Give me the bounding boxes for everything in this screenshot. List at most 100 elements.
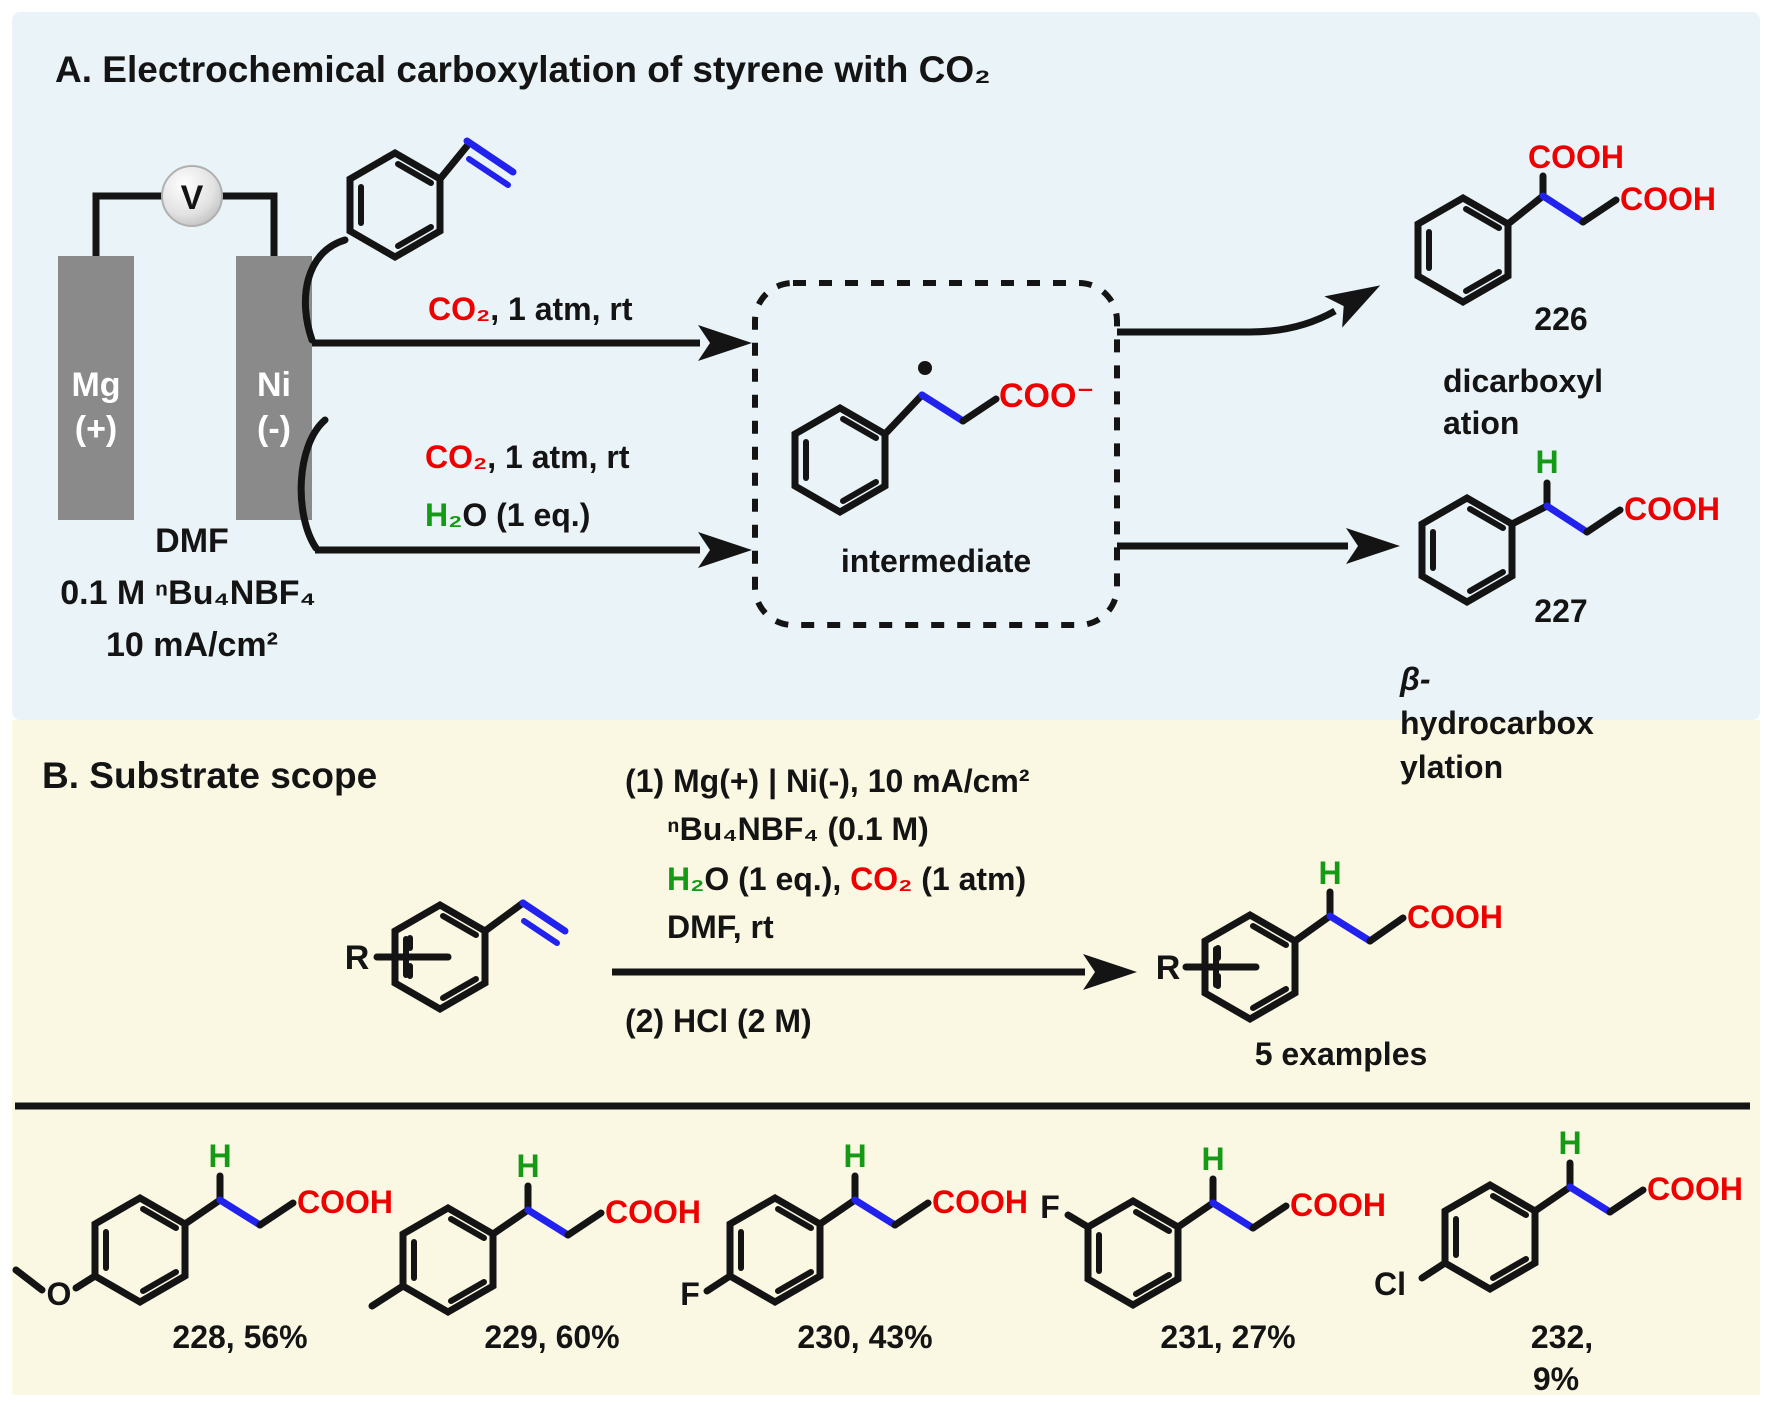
cooh-label: COOH: [1290, 1187, 1386, 1223]
h-label: H: [1318, 855, 1341, 891]
generic-product: R H COOH 5 examples: [1156, 855, 1503, 1072]
bond-line: [816, 1196, 859, 1228]
h-label: H: [1535, 444, 1558, 480]
scope-product-231: F H COOH 231, 27%: [1040, 1141, 1386, 1355]
examples-count: 5 examples: [1255, 1036, 1428, 1072]
cooh-label: COOH: [1407, 899, 1503, 935]
cathode-sign: (-): [257, 410, 291, 448]
yield-label-line2: 9%: [1533, 1361, 1579, 1397]
h-label: H: [516, 1148, 539, 1184]
electrolyte-label: 0.1 M ⁿBu₄NBF₄: [60, 574, 316, 612]
bond-line: [1174, 1199, 1217, 1231]
blue-bond: [918, 391, 967, 425]
bond-line: [564, 1209, 605, 1239]
bond-line: [436, 142, 471, 183]
vinyl-double-bond: [519, 899, 569, 935]
blue-bond: [524, 1206, 572, 1239]
current-density-label: 10 mA/cm²: [106, 626, 278, 664]
panel-a-title: A. Electrochemical carboxylation of styr…: [55, 49, 991, 90]
route-top-conditions: CO₂, 1 atm, rt: [428, 291, 633, 327]
vinyl-double-bond: [463, 137, 517, 176]
blue-bond: [851, 1196, 899, 1229]
substituent-label: Cl: [1374, 1266, 1406, 1302]
yield-label: 229, 60%: [484, 1319, 619, 1355]
hook-curve-bottom: [297, 416, 329, 552]
anode-electrode: [58, 256, 134, 520]
substrate-molecule: R: [345, 899, 569, 1009]
blue-bond: [216, 1196, 264, 1229]
substituent-label: O: [47, 1276, 72, 1312]
bond-line: [1504, 192, 1547, 228]
blue-bond: [1543, 502, 1591, 536]
substituent-label: F: [1040, 1189, 1060, 1225]
blue-bond: [1326, 912, 1374, 945]
electrochemical-cell: V Mg (+) Ni (-) DMF 0.1 M ⁿBu₄NBF₄ 10 mA…: [58, 165, 316, 664]
compound-number: 226: [1534, 301, 1587, 337]
scope-product-229: H COOH 229, 60%: [368, 1148, 701, 1355]
condition-line-4: DMF, rt: [667, 909, 774, 945]
co2-text: CO₂: [850, 861, 912, 897]
product-226: COOH COOH 226 dicarboxyl ation: [1418, 139, 1716, 441]
compound-number: 227: [1534, 593, 1587, 629]
yield-label: 228, 56%: [172, 1319, 307, 1355]
bond-line: [1606, 1186, 1647, 1216]
radical-dot: [918, 361, 932, 375]
scope-product-232: Cl H COOH 232, 9%: [1374, 1125, 1743, 1397]
scope-product-230: F H COOH 230, 43%: [680, 1138, 1028, 1355]
bond-line: [489, 1206, 532, 1238]
bond-line: [1064, 1211, 1092, 1231]
bond-line: [481, 899, 527, 935]
r-group-label: R: [1156, 949, 1181, 987]
voltmeter-label: V: [181, 179, 204, 217]
scope-product-228: O H COOH 228, 56%: [12, 1138, 393, 1355]
cooh-label: COOH: [1647, 1171, 1743, 1207]
bond-line: [1583, 506, 1624, 536]
bond-line: [12, 1266, 46, 1294]
vinyl-double-bond-inner: [466, 156, 511, 188]
yield-label: 231, 27%: [1160, 1319, 1295, 1355]
condition-line-5: (2) HCl (2 M): [625, 1003, 812, 1039]
product-227: H COOH 227 β- hydrocarbox ylation: [1399, 444, 1720, 785]
bond-line: [959, 395, 1000, 425]
co2-text: CO₂: [425, 439, 487, 475]
methyl-bond: [368, 1282, 407, 1310]
pathway-label: ylation: [1400, 749, 1503, 785]
cooh-label: COOH: [605, 1194, 701, 1230]
route-bottom-conditions-1: CO₂, 1 atm, rt: [425, 439, 630, 475]
blue-bond: [1209, 1199, 1257, 1232]
condition-line-1: (1) Mg(+) | Ni(-), 10 mA/cm²: [625, 763, 1030, 799]
r-group-label: R: [345, 939, 370, 977]
bond-line: [256, 1199, 297, 1229]
h-label: H: [843, 1138, 866, 1174]
cooh-label: COOH: [1528, 139, 1624, 175]
condition-line-2: ⁿBu₄NBF₄ (0.1 M): [667, 811, 929, 847]
carboxylate-label: COO⁻: [999, 377, 1094, 415]
conditions-text: , 1 atm, rt: [490, 291, 633, 327]
pathway-label: ation: [1443, 405, 1519, 441]
h-label: H: [1558, 1125, 1581, 1161]
conditions-text: , 1 atm, rt: [487, 439, 630, 475]
cathode-label: Ni: [257, 366, 291, 404]
voltmeter-icon: [161, 165, 223, 227]
intermediate-box: COO⁻ intermediate: [752, 280, 1120, 628]
bond-line: [1249, 1202, 1290, 1232]
styrene-molecule: [350, 137, 517, 257]
bond-line: [1531, 1183, 1574, 1215]
cooh-label: COOH: [1620, 181, 1716, 217]
bond-line: [72, 1272, 99, 1292]
co2-text: CO₂: [428, 291, 490, 327]
co2-rest-text: (1 atm): [912, 861, 1026, 897]
solvent-label: DMF: [155, 522, 229, 560]
pathway-label: dicarboxyl: [1443, 363, 1603, 399]
route-bottom-conditions-2: H₂O (1 eq.): [425, 497, 590, 533]
water-rest-text: O (1 eq.),: [704, 861, 850, 897]
anode-label: Mg: [71, 366, 120, 404]
h-label: H: [1201, 1141, 1224, 1177]
conditions-block: (1) Mg(+) | Ni(-), 10 mA/cm² ⁿBu₄NBF₄ (0…: [612, 763, 1137, 1039]
product-arrow-top: [1117, 285, 1381, 336]
blue-bond: [1539, 192, 1587, 226]
yield-label: 232,: [1531, 1319, 1593, 1355]
substituent-label: F: [680, 1276, 700, 1312]
bond-line: [703, 1272, 734, 1295]
